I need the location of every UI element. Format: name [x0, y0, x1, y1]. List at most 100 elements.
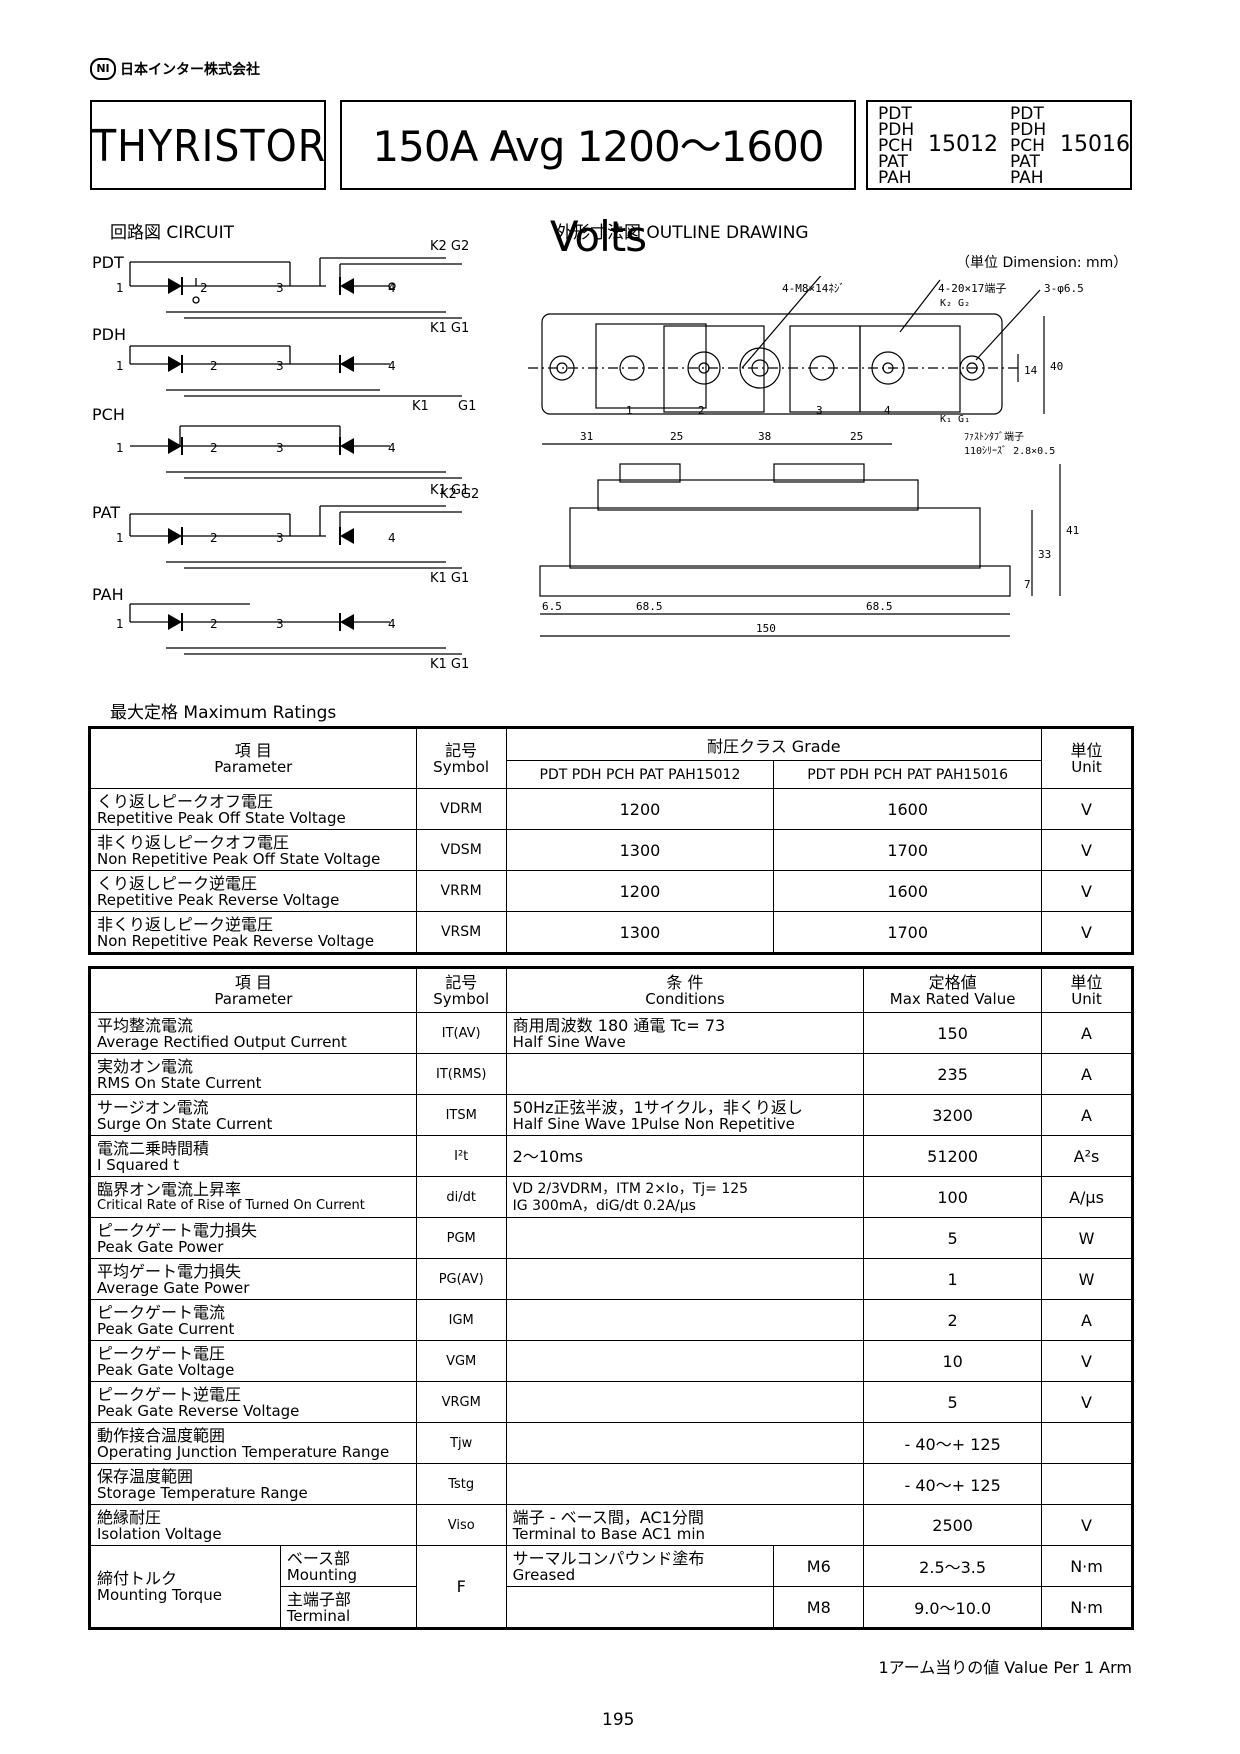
- header-grade-a: PDT PDH PCH PAT PAH15012: [505, 760, 775, 789]
- svg-text:7: 7: [1024, 578, 1031, 591]
- ni-logo-mark: NI: [90, 58, 116, 80]
- circuit-label-pdh: PDH: [92, 325, 126, 344]
- model-number-b: 15016: [1060, 132, 1130, 157]
- header-grade-b: PDT PDH PCH PAT PAH15016: [773, 760, 1043, 789]
- svg-text:K1 G1: K1 G1: [430, 321, 469, 336]
- svg-text:3: 3: [816, 404, 823, 417]
- svg-text:41: 41: [1066, 524, 1079, 537]
- svg-text:3: 3: [276, 441, 284, 455]
- dimension-unit: （単位 Dimension: mm）: [956, 255, 1128, 271]
- svg-text:K2 G2: K2 G2: [440, 487, 479, 502]
- header-grade: 耐圧クラス Grade: [505, 728, 1043, 761]
- model-number-a: 15012: [928, 132, 998, 157]
- svg-text:3: 3: [276, 531, 284, 545]
- device-type-box: THYRISTOR: [90, 100, 326, 190]
- svg-text:4: 4: [388, 359, 396, 373]
- svg-text:1: 1: [116, 359, 124, 373]
- circuit-label-pdt: PDT: [92, 253, 124, 272]
- svg-text:ﾌｧｽﾄﾝﾀﾌﾞ端子: ﾌｧｽﾄﾝﾀﾌﾞ端子: [964, 430, 1024, 443]
- svg-text:25: 25: [850, 430, 863, 443]
- svg-text:33: 33: [1038, 548, 1051, 561]
- svg-text:2: 2: [698, 404, 705, 417]
- page-number: 195: [602, 1710, 635, 1730]
- svg-text:1: 1: [116, 281, 124, 295]
- company-name: 日本インター株式会社: [120, 62, 260, 78]
- circuit-pat: K2 G2 PAT 1 2 3 4 K1 G1: [92, 487, 479, 586]
- outline-drawing: 4-M8×14ﾈｼﾞ 4-20×17端子 3-φ6.5 K₂ G₂ K₁ G₁ …: [528, 276, 1084, 637]
- svg-text:38: 38: [758, 430, 771, 443]
- svg-text:4: 4: [388, 531, 396, 545]
- svg-text:40: 40: [1050, 360, 1063, 373]
- svg-text:2: 2: [210, 359, 218, 373]
- circuit-heading: 回路図 CIRCUIT: [110, 223, 234, 243]
- model-list-b: PDT PDH PCH PAT PAH: [1010, 104, 1047, 188]
- svg-text:2: 2: [210, 617, 218, 631]
- circuit-label-pch: PCH: [92, 405, 125, 424]
- svg-text:K₂ G₂: K₂ G₂: [940, 298, 970, 309]
- svg-text:4: 4: [388, 441, 396, 455]
- svg-text:4: 4: [884, 404, 891, 417]
- outline-heading: 外形寸法図 OUTLINE DRAWING: [556, 223, 809, 243]
- svg-text:6.5: 6.5: [542, 600, 562, 613]
- svg-text:K1 G1: K1 G1: [430, 571, 469, 586]
- svg-text:1: 1: [116, 531, 124, 545]
- svg-text:4-20×17端子: 4-20×17端子: [938, 282, 1006, 295]
- svg-text:3-φ6.5: 3-φ6.5: [1044, 282, 1084, 295]
- svg-text:1: 1: [116, 441, 124, 455]
- max-ratings-heading: 最大定格 Maximum Ratings: [110, 703, 337, 723]
- circuit-label-pat: PAT: [92, 503, 120, 522]
- svg-text:2: 2: [210, 531, 218, 545]
- svg-text:1: 1: [626, 404, 633, 417]
- circuit-diagrams: PDT 2 1 3 4 K2 G2 K1 G1 PDH: [92, 239, 479, 672]
- svg-text:K1 G1: K1 G1: [430, 657, 469, 672]
- svg-text:G1: G1: [458, 399, 476, 414]
- svg-text:K₁ G₁: K₁ G₁: [940, 414, 970, 425]
- svg-text:14: 14: [1024, 364, 1038, 377]
- svg-text:68.5: 68.5: [866, 600, 893, 613]
- company-logo: NI 日本インター株式会社: [90, 58, 260, 80]
- circuit-pdh: PDH 1 2 3 4 K1 G1: [92, 325, 476, 414]
- svg-text:K1 G1: K1 G1: [430, 483, 469, 498]
- circuit-pah: PAH 1 2 3 4 K1 G1: [92, 585, 469, 672]
- svg-text:3: 3: [276, 359, 284, 373]
- circuit-label-pah: PAH: [92, 585, 124, 604]
- model-list-a: PDT PDH PCH PAT PAH: [878, 104, 915, 188]
- circuit-pch: PCH 1 2 3 4 K1 G1: [92, 405, 469, 498]
- svg-text:150: 150: [756, 622, 776, 635]
- svg-text:68.5: 68.5: [636, 600, 663, 613]
- svg-text:K1: K1: [412, 399, 429, 414]
- svg-text:K2 G2: K2 G2: [430, 239, 469, 254]
- svg-text:3: 3: [276, 617, 284, 631]
- svg-text:4-M8×14ﾈｼﾞ: 4-M8×14ﾈｼﾞ: [782, 282, 845, 295]
- svg-text:2: 2: [210, 441, 218, 455]
- svg-text:4: 4: [388, 617, 396, 631]
- svg-text:25: 25: [670, 430, 683, 443]
- svg-text:31: 31: [580, 430, 593, 443]
